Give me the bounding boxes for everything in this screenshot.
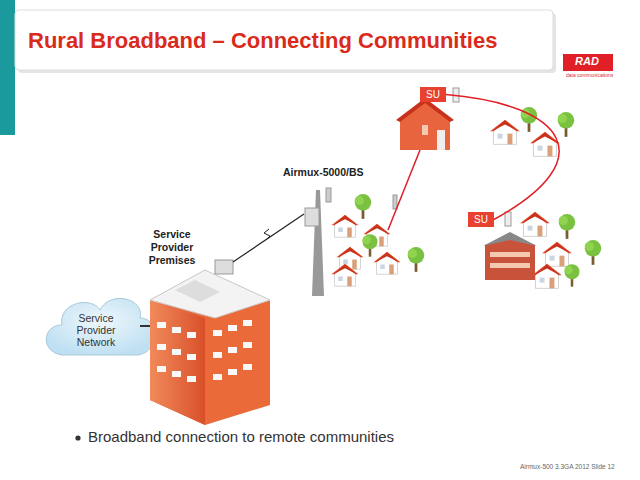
slide-title: Rural Broadband – Connecting Communities [28,28,497,54]
network-cloud: Service Provider Network [58,312,134,348]
device-label: Airmux-5000/BS [283,166,364,178]
subscriber-unit-tag: SU [468,212,494,227]
subscriber-unit-tag: SU [420,87,446,102]
logo-subtext: data communications [566,72,613,78]
bullet-text: Broadband connection to remote communiti… [88,428,394,445]
node-text: Service Provider Network [58,312,134,348]
node-text: SU [474,214,488,225]
footer-text: Airmux-500 3.3GA 2012 Slide 12 [520,463,615,470]
radio-link [446,95,559,220]
logo-text: RAD [575,55,599,67]
node-text: SU [426,89,440,100]
site-label: Service Provider Premises [140,228,204,267]
